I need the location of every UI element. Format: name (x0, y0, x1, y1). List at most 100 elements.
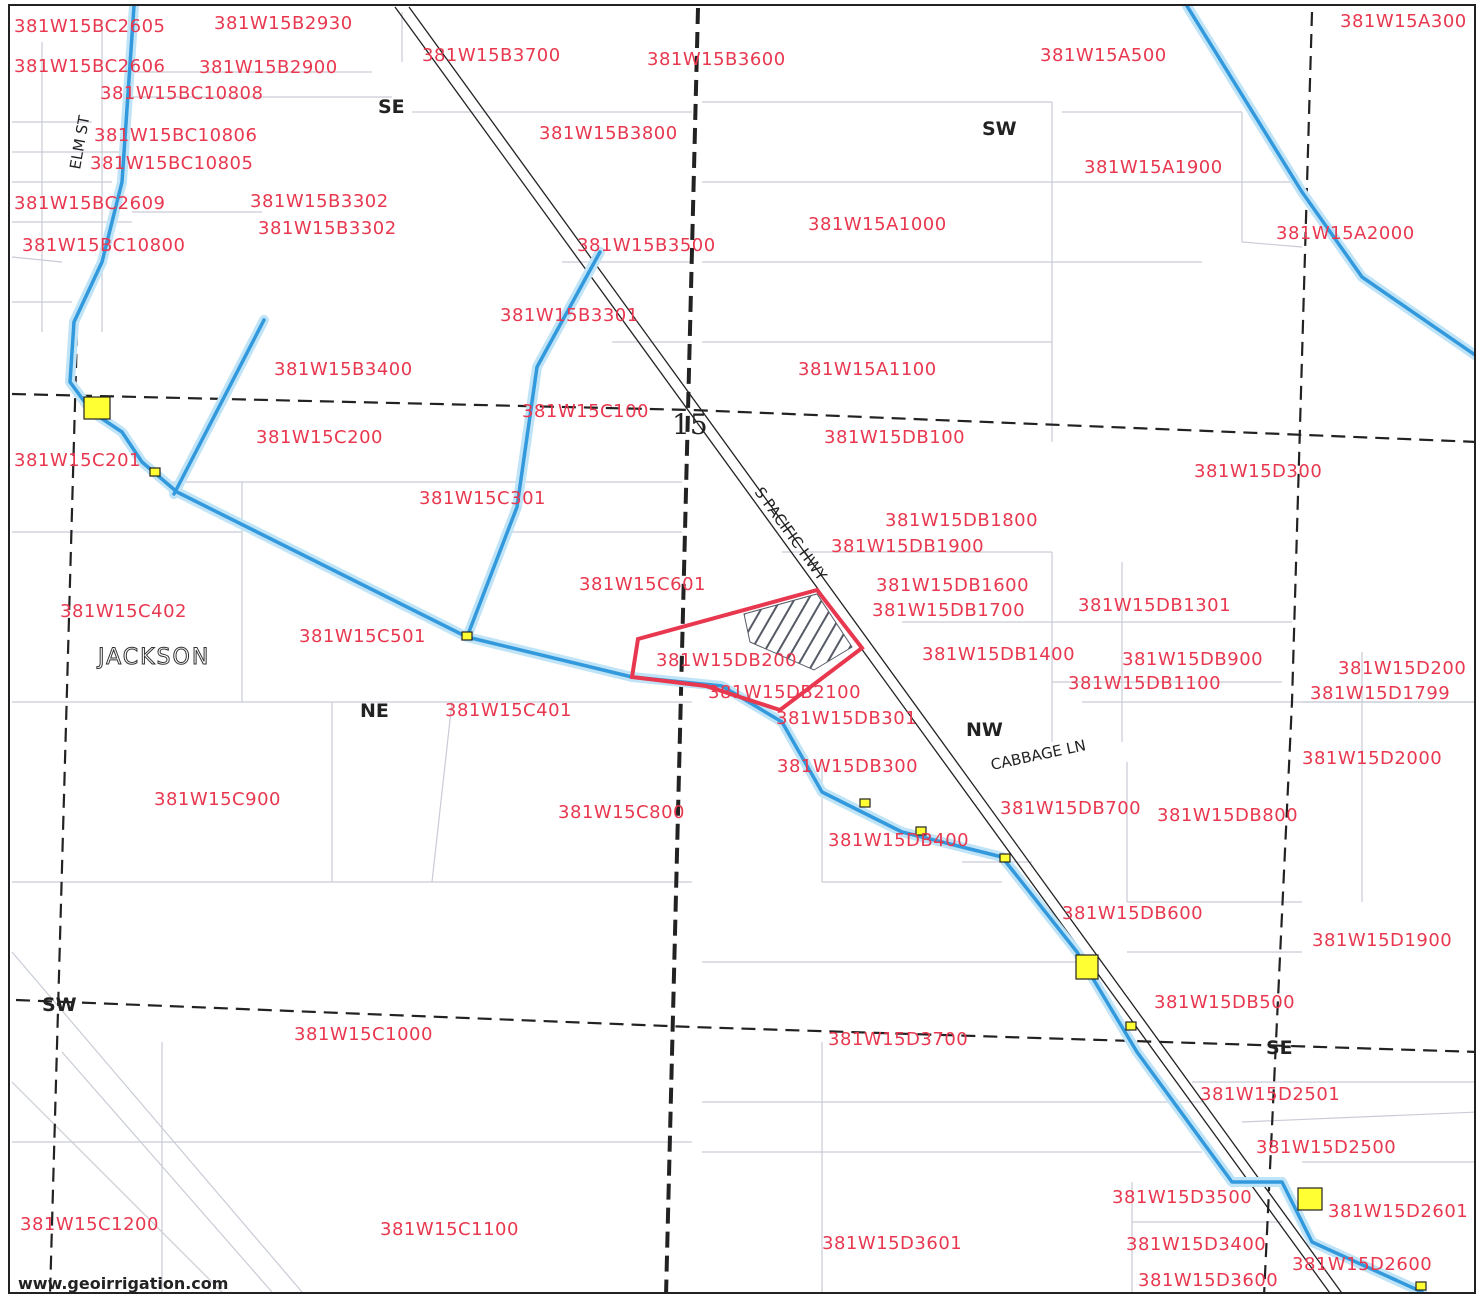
taxlot-label[interactable]: 381W15D3700 (828, 1029, 968, 1050)
quadrant-label: NE (360, 700, 389, 722)
highway-s-pacific-hwy (394, 6, 1342, 1292)
taxlot-label[interactable]: 381W15C100 (522, 401, 649, 422)
taxlot-label[interactable]: 381W15D200 (1338, 658, 1466, 679)
taxlot-label[interactable]: 381W15D3601 (822, 1233, 962, 1254)
taxlot-label[interactable]: 381W15DB1700 (872, 600, 1025, 621)
taxlot-label[interactable]: 381W15B3302 (258, 218, 397, 239)
taxlot-label[interactable]: 381W15A1900 (1084, 157, 1223, 178)
taxlot-label[interactable]: 381W15B3700 (422, 45, 561, 66)
street-label-s-pacific-hwy: S PACIFIC HWY (751, 484, 831, 585)
taxlot-label[interactable]: 381W15DB100 (824, 427, 965, 448)
quadrant-label: NW (966, 719, 1003, 741)
taxlot-label[interactable]: 381W15DB900 (1122, 649, 1263, 670)
taxlot-label[interactable]: 381W15B3500 (577, 235, 716, 256)
taxlot-label[interactable]: 381W15B2930 (214, 13, 353, 34)
taxlot-label[interactable]: 381W15DB300 (777, 756, 918, 777)
yellow-square-icon (915, 826, 927, 836)
taxlot-label[interactable]: 381W15B2900 (199, 57, 338, 78)
taxlot-label[interactable]: 381W15C200 (256, 427, 383, 448)
taxlot-label[interactable]: 381W15A2000 (1276, 223, 1415, 244)
taxlot-label[interactable]: 381W15D1799 (1310, 683, 1450, 704)
taxlot-label[interactable]: 381W15D3600 (1138, 1270, 1278, 1291)
taxlot-label[interactable]: 381W15B3400 (274, 359, 413, 380)
taxlot-label[interactable]: 381W15D2501 (1200, 1084, 1340, 1105)
taxlot-label[interactable]: 381W15DB1400 (922, 644, 1075, 665)
taxlot-label[interactable]: 381W15DB1600 (876, 575, 1029, 596)
taxlot-label[interactable]: 381W15C800 (558, 802, 685, 823)
taxlot-label[interactable]: 381W15C401 (445, 700, 572, 721)
taxlot-label[interactable]: 381W15DB600 (1062, 903, 1203, 924)
taxlot-label[interactable]: 381W15D1900 (1312, 930, 1452, 951)
taxlot-label[interactable]: 381W15C1200 (20, 1214, 159, 1235)
taxlot-label[interactable]: 381W15A1100 (798, 359, 937, 380)
quarter-lines (11, 11, 1474, 1292)
taxlot-label[interactable]: 381W15DB1900 (831, 536, 984, 557)
taxlot-label[interactable]: 381W15C402 (60, 601, 187, 622)
section-number: 15 (672, 408, 708, 441)
taxlot-label[interactable]: 381W15D300 (1194, 461, 1322, 482)
taxlot-label[interactable]: 381W15D2601 (1328, 1201, 1468, 1222)
taxlot-label[interactable]: 381W15D2600 (1292, 1254, 1432, 1275)
map-svg: 15 SE SW NE NW SW SE ELM ST S PACIFIC HW… (11, 6, 1474, 1293)
taxlot-label[interactable]: 381W15D3500 (1112, 1187, 1252, 1208)
quadrant-label: SW (42, 994, 77, 1016)
subject-property[interactable] (629, 587, 865, 713)
taxlot-label[interactable]: 381W15BC2606 (14, 56, 165, 77)
taxlot-label[interactable]: 381W15BC2609 (14, 193, 165, 214)
yellow-square-icon (999, 853, 1011, 863)
city-label: JACKSON (96, 645, 210, 670)
quadrant-label: SE (1266, 1037, 1293, 1059)
taxlot-label[interactable]: 381W15DB2100 (708, 682, 861, 703)
taxlot-label[interactable]: 381W15BC10805 (90, 153, 253, 174)
taxlot-label[interactable]: 381W15BC10808 (100, 83, 263, 104)
subject-hatch (743, 593, 853, 671)
yellow-square-icon (1075, 954, 1099, 980)
taxlot-label[interactable]: 381W15DB301 (776, 708, 917, 729)
taxlot-label[interactable]: 381W15DB1100 (1068, 673, 1221, 694)
yellow-square-icon (461, 631, 473, 641)
yellow-square-icon (83, 396, 111, 420)
point-of-diversion-icons (83, 396, 1427, 1291)
taxlot-label[interactable]: 381W15A500 (1040, 45, 1167, 66)
taxlot-label[interactable]: 381W15BC10800 (22, 235, 185, 256)
subject-outline (629, 587, 865, 713)
taxlot-label[interactable]: 381W15A1000 (808, 214, 947, 235)
yellow-square-icon (1297, 1187, 1323, 1211)
quadrant-labels: SE SW NE NW SW SE (42, 96, 1293, 1059)
street-label-cabbage-ln: CABBAGE LN (989, 736, 1087, 774)
yellow-square-icon (1125, 1021, 1137, 1031)
taxlot-label[interactable]: 381W15B3302 (250, 191, 389, 212)
quadrant-label: SE (378, 96, 405, 118)
taxlot-label[interactable]: 381W15B3600 (647, 49, 786, 70)
parcel-lines (11, 12, 1474, 1292)
yellow-square-icon (149, 467, 161, 477)
taxlot-label[interactable]: 381W15C900 (154, 789, 281, 810)
taxlot-label[interactable]: 381W15D2000 (1302, 748, 1442, 769)
taxlot-label[interactable]: 381W15C501 (299, 626, 426, 647)
taxlot-label[interactable]: 381W15C1000 (294, 1024, 433, 1045)
taxlot-label[interactable]: 381W15B3800 (539, 123, 678, 144)
map-canvas[interactable]: 15 SE SW NE NW SW SE ELM ST S PACIFIC HW… (8, 4, 1476, 1294)
taxlot-label[interactable]: 381W15B3301 (500, 305, 639, 326)
watermark: www.geoirrigation.com (18, 1274, 228, 1293)
taxlot-label[interactable]: 381W15C601 (579, 574, 706, 595)
taxlot-label[interactable]: 381W15DB700 (1000, 798, 1141, 819)
taxlot-label[interactable]: 381W15C301 (419, 488, 546, 509)
taxlot-label[interactable]: 381W15DB1301 (1078, 595, 1231, 616)
yellow-square-icon (1415, 1281, 1427, 1291)
taxlot-label[interactable]: 381W15C201 (14, 450, 141, 471)
taxlot-label[interactable]: 381W15DB1800 (885, 510, 1038, 531)
taxlot-label[interactable]: 381W15D2500 (1256, 1137, 1396, 1158)
taxlot-label[interactable]: 381W15DB500 (1154, 992, 1295, 1013)
taxlot-labels: 381W15BC2605 381W15B2930 381W15BC2606 38… (14, 11, 1468, 1291)
taxlot-label[interactable]: 381W15BC10806 (94, 125, 257, 146)
taxlot-label[interactable]: 381W15DB200 (656, 650, 797, 671)
yellow-square-icon (859, 798, 871, 808)
taxlot-label[interactable]: 381W15BC2605 (14, 16, 165, 37)
taxlot-label[interactable]: 381W15D3400 (1126, 1234, 1266, 1255)
quadrant-label: SW (982, 118, 1017, 140)
taxlot-label[interactable]: 381W15A300 (1340, 11, 1467, 32)
taxlot-label[interactable]: 381W15DB400 (828, 830, 969, 851)
taxlot-label[interactable]: 381W15DB800 (1157, 805, 1298, 826)
taxlot-label[interactable]: 381W15C1100 (380, 1219, 519, 1240)
